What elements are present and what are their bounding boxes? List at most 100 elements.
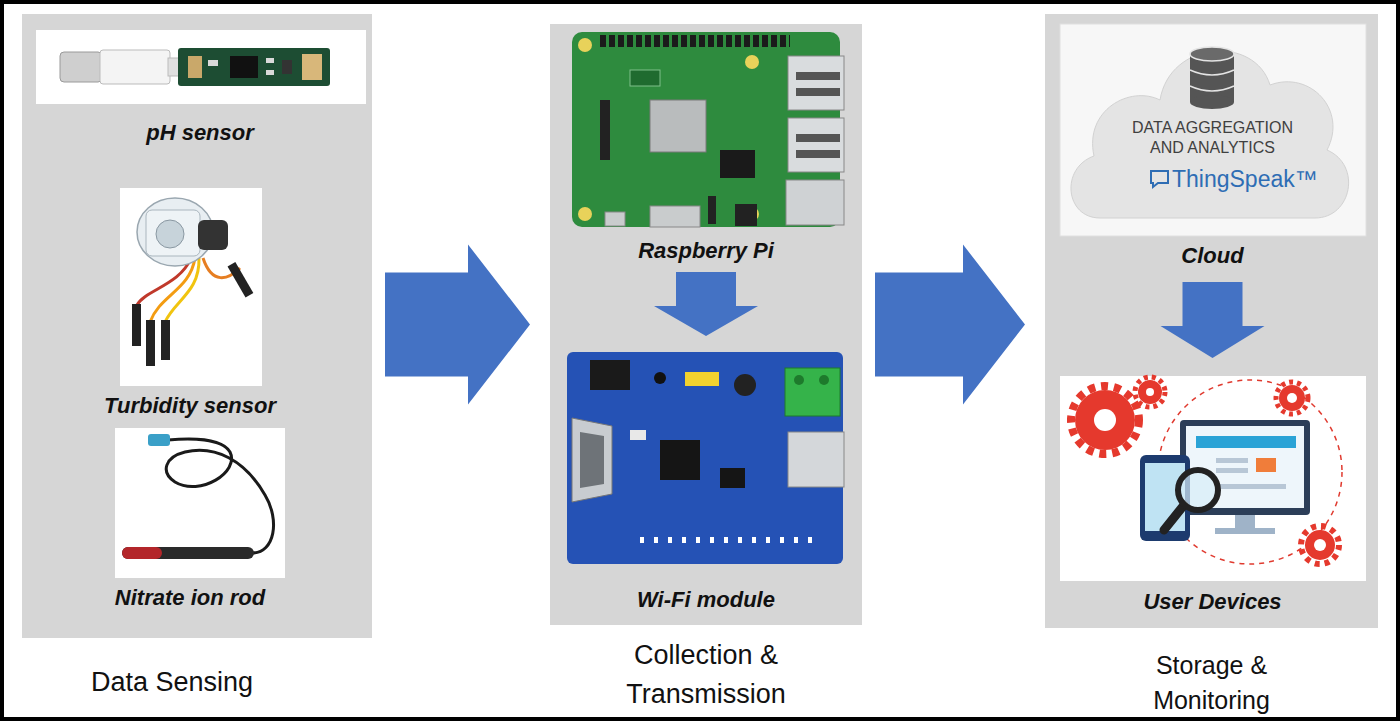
sensor-card: Nitrate ion rod bbox=[60, 425, 320, 615]
user-devices-picture bbox=[1094, 409, 1116, 431]
device-card: Raspberry Pi bbox=[558, 26, 854, 268]
user-devices-picture bbox=[1060, 376, 1366, 581]
ph-sensor-picture bbox=[178, 48, 330, 86]
raspberry-pi-picture bbox=[605, 212, 625, 226]
turbidity-sensor-picture bbox=[161, 320, 170, 360]
raspberry-pi-picture bbox=[788, 56, 844, 110]
user-devices-picture bbox=[1216, 458, 1248, 463]
ph-sensor-picture bbox=[208, 60, 218, 66]
user-devices-picture bbox=[1256, 458, 1276, 472]
user-devices-picture bbox=[1135, 377, 1165, 407]
cloud-picture bbox=[1151, 171, 1168, 187]
turbidity-sensor-picture bbox=[146, 210, 200, 256]
block-arrow bbox=[1161, 282, 1265, 358]
cloud-picture bbox=[1060, 24, 1366, 236]
sensor-card: pH sensor bbox=[35, 28, 365, 153]
nitrate-rod-picture bbox=[122, 547, 162, 559]
turbidity-sensor-picture bbox=[120, 188, 262, 386]
wifi-module-picture bbox=[794, 375, 804, 385]
turbidity-sensor-picture bbox=[228, 262, 254, 298]
cloud-picture bbox=[1190, 95, 1234, 109]
ph-sensor-picture bbox=[188, 56, 202, 78]
sensor-card: Turbidity sensor bbox=[60, 185, 320, 420]
raspberry-pi-picture bbox=[786, 180, 844, 225]
wifi-module-picture bbox=[660, 440, 700, 480]
raspberry-pi-picture bbox=[796, 150, 840, 158]
cloud-picture bbox=[1190, 86, 1234, 91]
logo-name: ThingSpeak™ bbox=[1172, 166, 1318, 194]
turbidity-sensor-picture bbox=[132, 304, 141, 346]
device-card: Wi-Fi module bbox=[558, 340, 854, 618]
wifi-module-picture bbox=[720, 468, 745, 488]
raspberry-pi-picture bbox=[650, 206, 700, 227]
raspberry-pi-picture bbox=[600, 100, 610, 160]
user-devices-picture bbox=[1287, 393, 1297, 403]
raspberry-pi-picture bbox=[745, 55, 759, 69]
nitrate-rod-picture bbox=[122, 547, 254, 559]
panel-ground bbox=[550, 24, 862, 625]
wifi-module-picture bbox=[580, 432, 604, 488]
raspberry-pi-picture bbox=[578, 207, 592, 221]
panel-ground bbox=[22, 14, 1378, 638]
wifi-module-picture bbox=[572, 418, 612, 502]
wifi-module-picture bbox=[819, 375, 829, 385]
ph-sensor-picture bbox=[266, 70, 274, 75]
user-devices-picture bbox=[1138, 380, 1162, 404]
raspberry-pi-picture bbox=[630, 70, 660, 86]
caption: Cloud bbox=[1181, 243, 1243, 269]
raspberry-pi-picture bbox=[720, 150, 755, 178]
caption: Wi-Fi module bbox=[637, 587, 775, 613]
nitrate-rod-picture bbox=[166, 439, 273, 553]
logo-text: DATA AGGREGATION AND ANALYTICS bbox=[1118, 118, 1308, 158]
ph-sensor-picture bbox=[266, 58, 274, 63]
cloud-picture bbox=[1190, 47, 1234, 61]
caption: Nitrate ion rod bbox=[115, 585, 265, 611]
wifi-module-picture bbox=[590, 360, 630, 390]
wifi-module-picture bbox=[785, 368, 840, 416]
stage-heading: Collection & Transmission bbox=[586, 636, 826, 714]
user-devices-picture bbox=[1279, 385, 1305, 411]
cloud-picture bbox=[1190, 70, 1234, 75]
user-devices-picture bbox=[1060, 376, 1366, 581]
raspberry-pi-picture bbox=[572, 32, 844, 227]
raspberry-pi-picture bbox=[796, 134, 840, 142]
ph-sensor-picture bbox=[100, 50, 170, 84]
stage-panel: Storage & MonitoringDATA AGGREGATION AND… bbox=[1045, 14, 1378, 628]
user-devices-picture bbox=[1314, 539, 1326, 551]
user-devices-picture bbox=[1301, 526, 1339, 564]
wifi-module-picture bbox=[685, 372, 719, 386]
block-arrow bbox=[875, 245, 1025, 405]
raspberry-pi-picture bbox=[578, 38, 592, 52]
raspberry-pi-picture bbox=[796, 72, 840, 80]
user-devices-picture bbox=[1235, 515, 1255, 529]
user-devices-picture bbox=[1215, 528, 1275, 534]
turbidity-sensor-picture bbox=[120, 188, 262, 386]
wifi-module-picture bbox=[630, 430, 646, 440]
nitrate-rod-picture bbox=[115, 428, 285, 578]
raspberry-pi-picture bbox=[796, 88, 840, 96]
raspberry-pi-picture bbox=[650, 100, 706, 152]
wifi-module-picture bbox=[567, 352, 844, 564]
turbidity-sensor-picture bbox=[146, 320, 155, 366]
user-devices-picture bbox=[1216, 484, 1286, 489]
caption: User Devices bbox=[1143, 589, 1281, 615]
cloud-picture bbox=[1071, 51, 1349, 218]
ph-sensor-picture bbox=[36, 30, 366, 104]
turbidity-sensor-picture bbox=[156, 220, 184, 248]
stage-heading: Data Sensing bbox=[22, 664, 322, 700]
cloud-picture bbox=[1060, 24, 1366, 236]
user-devices-picture bbox=[1216, 468, 1248, 473]
turbidity-sensor-picture bbox=[198, 220, 228, 250]
user-devices-picture bbox=[1146, 388, 1154, 396]
user-devices-picture bbox=[1164, 505, 1184, 530]
nitrate-rod-picture bbox=[148, 434, 170, 446]
panel-ground bbox=[1045, 14, 1378, 628]
caption: Turbidity sensor bbox=[104, 393, 276, 419]
nitrate-rod-picture bbox=[115, 428, 285, 578]
wifi-module-picture bbox=[734, 374, 756, 396]
wifi-module-picture bbox=[640, 537, 820, 543]
user-devices-picture bbox=[1178, 470, 1218, 510]
block-arrow bbox=[385, 245, 530, 405]
